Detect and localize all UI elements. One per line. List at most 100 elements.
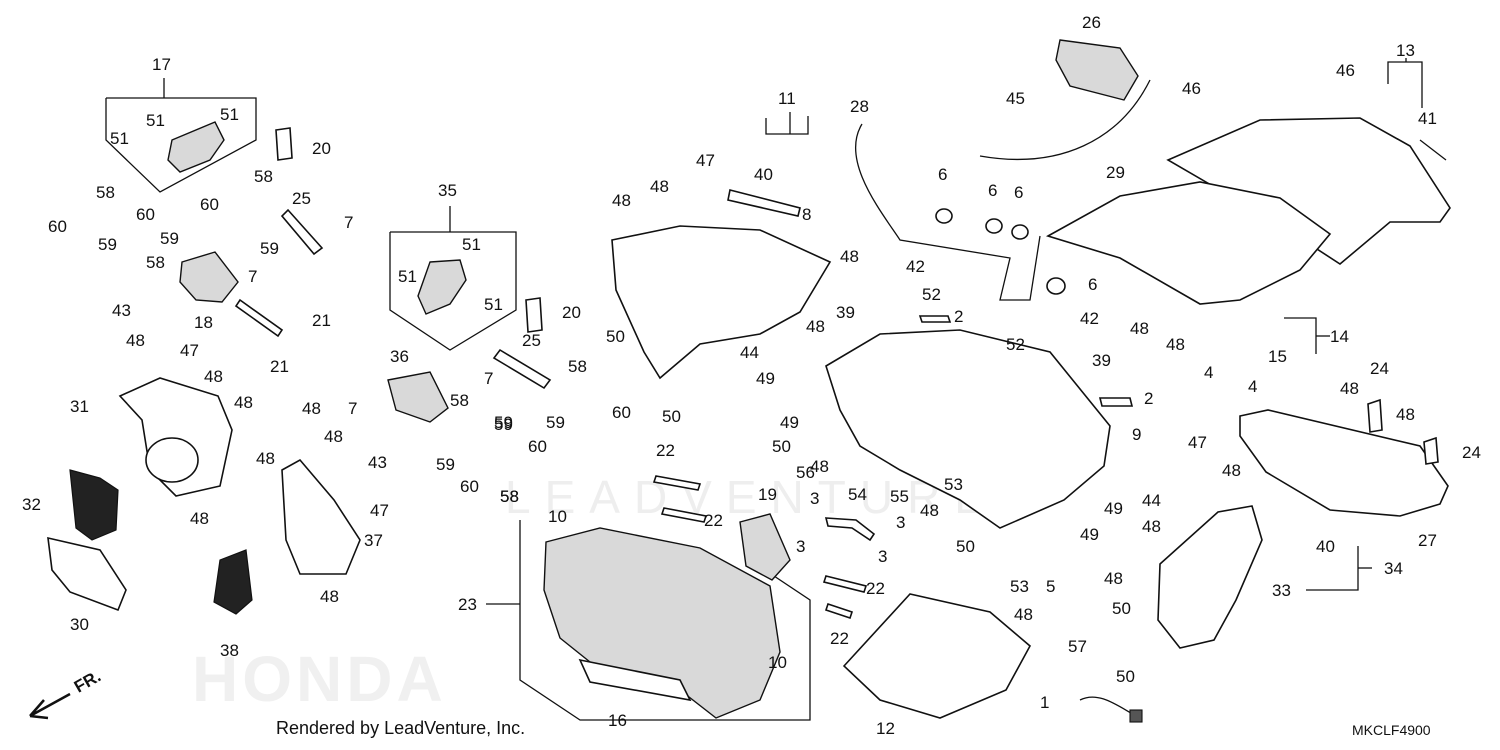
callout-48: 48: [1166, 335, 1185, 354]
callout-60: 60: [528, 437, 547, 456]
callout-36: 36: [390, 347, 409, 366]
callout-32: 32: [22, 495, 41, 514]
callout-48: 48: [324, 427, 343, 446]
callout-44: 44: [1142, 491, 1161, 510]
callout-5: 5: [1046, 577, 1055, 596]
part-22-rod-d: [824, 602, 854, 620]
callout-42: 42: [1080, 309, 1099, 328]
callout-6: 6: [1088, 275, 1097, 294]
callout-59: 59: [98, 235, 117, 254]
callout-35: 35: [438, 181, 457, 200]
part-41-strip: [1419, 139, 1447, 161]
callout-50: 50: [606, 327, 625, 346]
callout-60: 60: [460, 477, 479, 496]
callout-20: 20: [562, 303, 581, 322]
callout-47: 47: [696, 151, 715, 170]
callout-60: 60: [136, 205, 155, 224]
callout-19: 19: [758, 485, 777, 504]
callout-48: 48: [612, 191, 631, 210]
callout-51: 51: [110, 129, 129, 148]
part-25-strut-b: [492, 348, 552, 390]
callout-51: 51: [462, 235, 481, 254]
part-24-clip-b: [1423, 436, 1439, 465]
callout-58: 58: [500, 487, 519, 506]
callout-12: 12: [876, 719, 895, 738]
callout-58: 58: [254, 167, 273, 186]
callout-59: 59: [260, 239, 279, 258]
part-29-cable: [979, 79, 1151, 160]
callout-2: 2: [1144, 389, 1153, 408]
callout-45: 45: [1006, 89, 1025, 108]
callout-25: 25: [522, 331, 541, 350]
part-24-clip-a: [1367, 398, 1383, 433]
callout-48: 48: [920, 501, 939, 520]
callout-50: 50: [772, 437, 791, 456]
callout-10: 10: [768, 653, 787, 672]
callout-23: 23: [458, 595, 477, 614]
callout-46: 46: [1336, 61, 1355, 80]
part-22-rod-b: [660, 507, 708, 523]
callout-labels: 17 51 51 51 20 58 60 59 60 59 58 43 18 5…: [22, 13, 1481, 738]
callout-48: 48: [1222, 461, 1241, 480]
part-11-panel: [611, 225, 832, 380]
callout-52: 52: [1006, 335, 1025, 354]
callout-6: 6: [988, 181, 997, 200]
callout-7: 7: [344, 213, 353, 232]
part-2-plate: [1098, 397, 1134, 407]
part-27-seal: [1239, 409, 1449, 517]
callout-48: 48: [1130, 319, 1149, 338]
callout-27: 27: [1418, 531, 1437, 550]
callout-48: 48: [204, 367, 223, 386]
callout-44: 44: [740, 343, 759, 362]
callout-48: 48: [320, 587, 339, 606]
callout-59: 59: [494, 413, 513, 432]
callout-58: 58: [450, 391, 469, 410]
callout-11: 11: [778, 89, 796, 108]
callout-52: 52: [922, 285, 941, 304]
callout-58: 58: [500, 487, 519, 506]
part-54-handle: [824, 517, 876, 542]
callout-1: 1: [1040, 693, 1049, 712]
part-25-strut: [280, 208, 324, 256]
callout-60: 60: [200, 195, 219, 214]
diagram-code: MKCLF4900: [1352, 722, 1431, 738]
part-40-strip: [727, 189, 801, 217]
callout-48: 48: [1104, 569, 1123, 588]
callout-31: 31: [70, 397, 89, 416]
callout-14: 14: [1330, 327, 1349, 346]
callout-51: 51: [220, 105, 239, 124]
part-6-grommet-c: [1011, 224, 1029, 240]
callout-59: 59: [546, 413, 565, 432]
part-20-plate: [275, 127, 293, 161]
callout-18: 18: [194, 313, 213, 332]
callout-6: 6: [1014, 183, 1023, 202]
callout-48: 48: [806, 317, 825, 336]
part-17-bracket: [167, 121, 225, 173]
group-box-17: [105, 97, 257, 193]
callout-21: 21: [312, 311, 331, 330]
callout-24: 24: [1370, 359, 1389, 378]
part-36-bracket: [387, 371, 449, 423]
part-1-connector: [1129, 709, 1143, 723]
watermark-text: LEADVENTURE: [505, 471, 999, 523]
callout-39: 39: [1092, 351, 1111, 370]
callout-47: 47: [1188, 433, 1207, 452]
part-38-grille: [213, 549, 253, 615]
part-22-rod-c: [822, 575, 868, 593]
callout-48: 48: [256, 449, 275, 468]
callout-39: 39: [836, 303, 855, 322]
callout-22: 22: [704, 511, 723, 530]
callout-58: 58: [146, 253, 165, 272]
part-18-bracket: [179, 251, 239, 303]
callout-28: 28: [850, 97, 869, 116]
front-arrow-icon: [29, 692, 71, 720]
callout-16: 16: [608, 711, 627, 730]
callout-42: 42: [906, 257, 925, 276]
callout-46: 46: [1182, 79, 1201, 98]
callout-60: 60: [612, 403, 631, 422]
callout-38: 38: [220, 641, 239, 660]
callout-53: 53: [944, 475, 963, 494]
callout-21: 21: [270, 357, 289, 376]
